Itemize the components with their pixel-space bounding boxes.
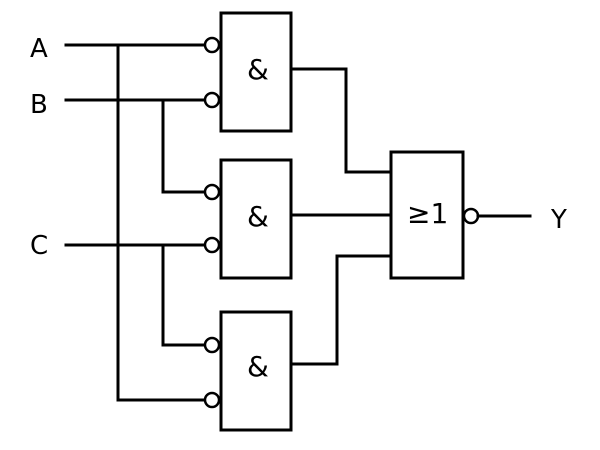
inversion-bubble	[203, 391, 221, 409]
and-symbol: &	[247, 200, 269, 233]
and-symbol: &	[247, 350, 269, 383]
wire-and-outputs	[289, 67, 393, 366]
and-gate-2: &	[203, 158, 293, 280]
or-symbol: ≥1	[407, 197, 448, 230]
wire-b	[64, 98, 206, 194]
inversion-bubble	[203, 336, 221, 354]
input-label-a: A	[30, 34, 48, 64]
inversion-bubble	[203, 36, 221, 54]
and-gate-1: &	[203, 11, 293, 133]
and-gate-3: &	[203, 310, 293, 432]
wire-c	[64, 243, 206, 347]
and-symbol: &	[247, 53, 269, 86]
inversion-bubble	[203, 183, 221, 201]
input-label-c: C	[30, 231, 48, 261]
output-label-y: Y	[550, 205, 567, 235]
inversion-bubble	[203, 91, 221, 109]
inversion-bubble	[203, 236, 221, 254]
input-label-b: B	[30, 90, 48, 120]
wire-a	[64, 43, 206, 402]
or-gate: ≥1	[389, 150, 480, 280]
output-inversion-bubble	[462, 207, 480, 225]
